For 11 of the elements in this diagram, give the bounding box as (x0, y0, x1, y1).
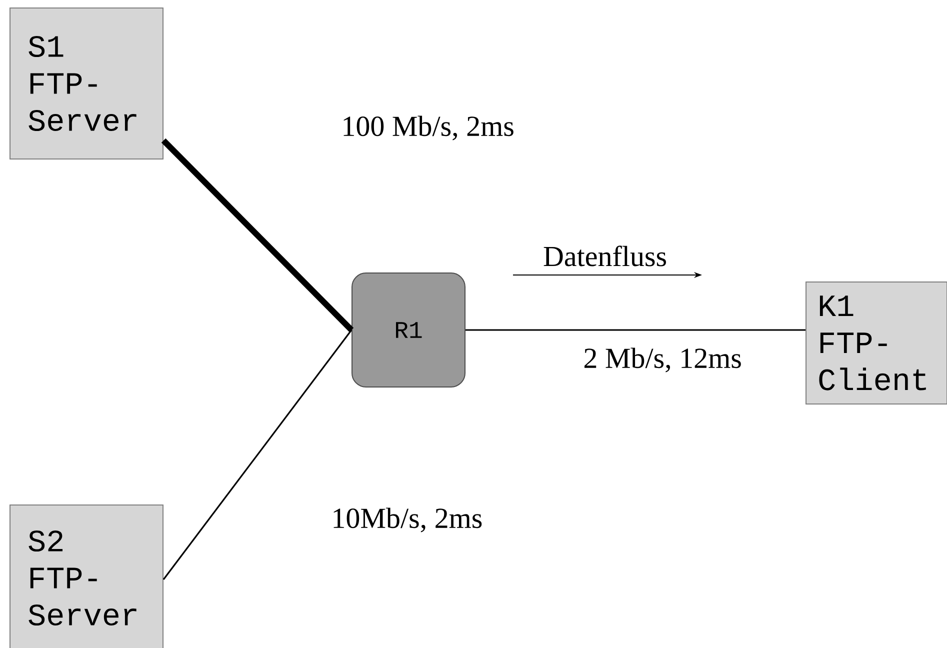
client-box: K1 FTP-Client (806, 282, 947, 404)
edge-label: 100 Mb/s, 2ms (340, 114, 516, 142)
connection-line (161, 138, 354, 332)
edge-label: 2 Mb/s, 12ms (582, 346, 743, 374)
server-box: S1 FTP-Server (10, 8, 164, 160)
router-box: R1 (352, 272, 466, 388)
connection-line (162, 330, 352, 580)
server-box: S2 FTP-Server (10, 504, 164, 648)
connection-line (466, 329, 806, 331)
flow-label: Datenfluss (544, 246, 666, 266)
edge-label: 10Mb/s, 2ms (330, 506, 484, 534)
